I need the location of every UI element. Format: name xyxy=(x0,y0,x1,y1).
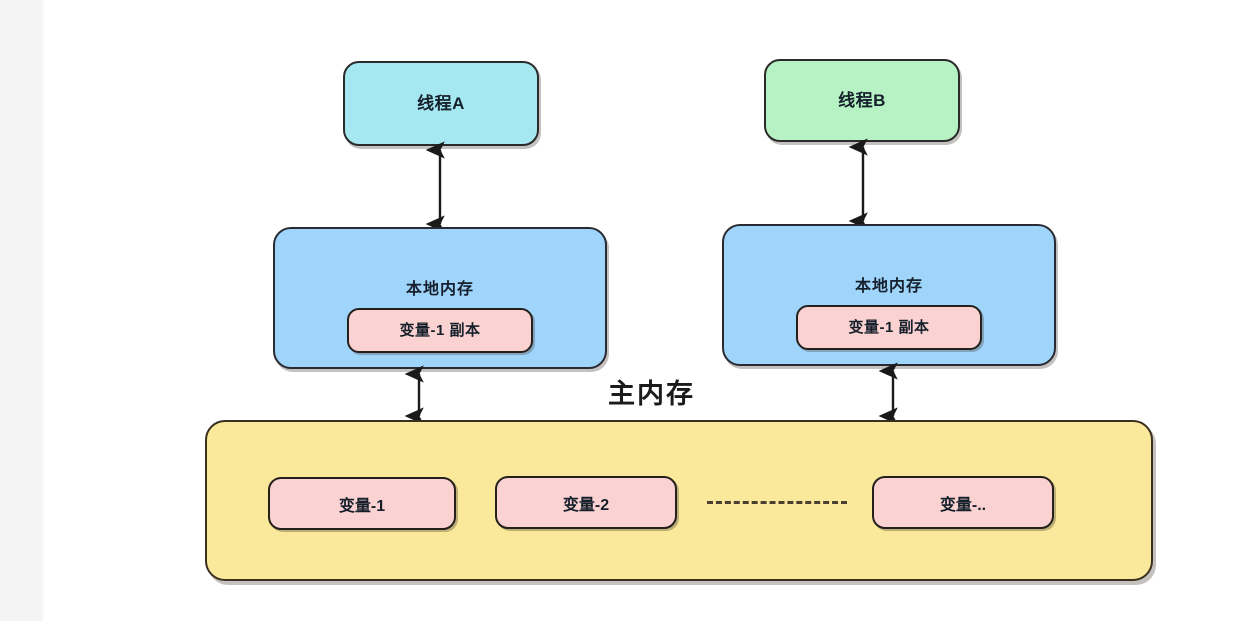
local-memory-a-box: 本地内存 变量-1 副本 xyxy=(273,227,607,369)
main-memory-variable-1: 变量-1 xyxy=(268,477,456,530)
arrow-local-memory-b-to-main-memory xyxy=(878,362,906,425)
local-memory-a-variable-label: 变量-1 副本 xyxy=(399,322,481,339)
arrow-local-memory-a-to-main-memory xyxy=(404,365,432,425)
main-memory-variable-2: 变量-2 xyxy=(495,476,677,529)
thread-b-box: 线程B xyxy=(764,59,960,142)
local-memory-a-title: 本地内存 xyxy=(405,281,474,298)
strip-edge-divider xyxy=(42,0,44,621)
left-background-strip xyxy=(0,0,42,621)
thread-a-label: 线程A xyxy=(417,94,465,113)
main-memory-title: 主内存 xyxy=(608,379,695,409)
local-memory-b-variable-label: 变量-1 副本 xyxy=(848,319,930,336)
local-memory-b-title: 本地内存 xyxy=(854,278,923,295)
local-memory-b-box: 本地内存 变量-1 副本 xyxy=(722,224,1056,366)
main-memory-ellipsis-separator xyxy=(707,501,847,504)
main-memory-variable-n: 变量-.. xyxy=(872,476,1054,529)
local-memory-b-variable-copy: 变量-1 副本 xyxy=(796,305,982,350)
main-memory-variable-1-label: 变量-1 xyxy=(338,497,386,515)
main-memory-variable-2-label: 变量-2 xyxy=(562,496,610,514)
arrow-thread-a-to-local-memory xyxy=(425,141,453,233)
thread-b-label: 线程B xyxy=(838,91,886,110)
local-memory-a-variable-copy: 变量-1 副本 xyxy=(347,308,533,353)
main-memory-variable-n-label: 变量-.. xyxy=(939,496,987,514)
thread-a-box: 线程A xyxy=(343,61,539,146)
arrow-thread-b-to-local-memory xyxy=(848,138,876,230)
